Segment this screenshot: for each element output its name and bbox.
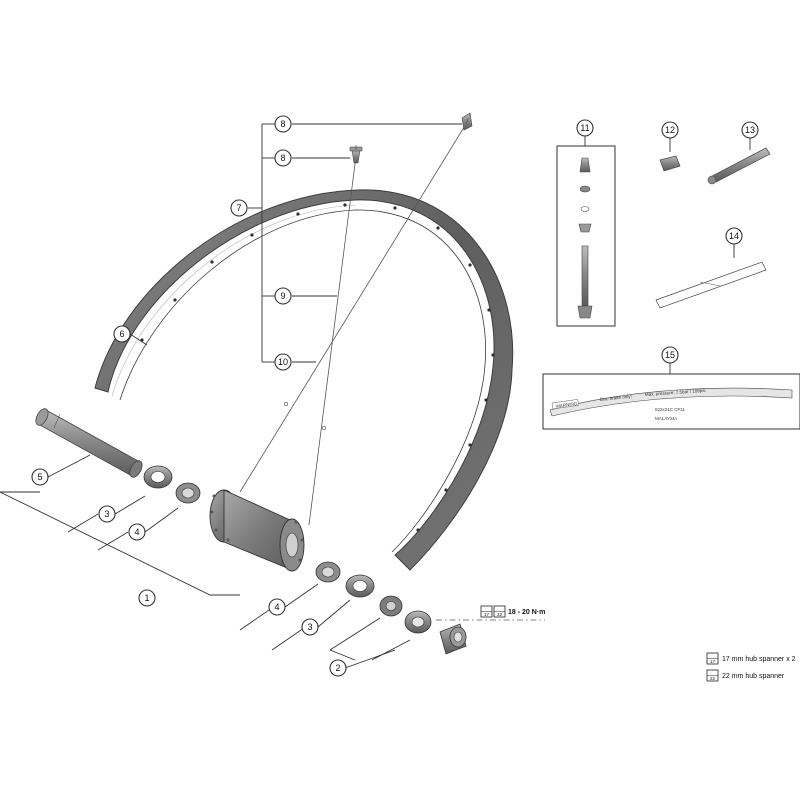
callout-10: 10 (274, 353, 292, 371)
bearing-left (175, 482, 201, 504)
rim-label-text1: Disc brake only! (600, 394, 632, 402)
svg-text:9: 9 (280, 291, 285, 301)
tool-legend: 17 17 mm hub spanner x 2 22 22 mm hub sp… (706, 652, 796, 682)
callout-3-right: 3 (301, 618, 319, 636)
legend-spanner17-icon-text: 17 (710, 659, 716, 664)
spanner-22-icon: 22 (493, 605, 506, 618)
callout-15: 15 (661, 346, 679, 364)
svg-text:11: 11 (580, 123, 589, 133)
svg-text:7: 7 (236, 203, 241, 213)
svg-text:14: 14 (729, 231, 739, 241)
callout-2: 2 (329, 659, 347, 677)
svg-text:10: 10 (278, 357, 288, 367)
leader-lines (0, 123, 751, 669)
callout-9: 9 (274, 287, 292, 305)
svg-text:3: 3 (104, 509, 109, 519)
torque-value: 18 - 20 N·m (508, 609, 545, 616)
spoke-lines (239, 123, 467, 526)
legend-spanner17-text: 17 mm hub spanner x 2 (722, 656, 796, 663)
bearing-right (315, 561, 341, 583)
rim-label-text2: Max. pressure: 7.5bar / 109psi (645, 388, 706, 397)
svg-text:1: 1 (144, 593, 149, 603)
svg-text:4: 4 (134, 527, 139, 537)
torque-callout: 17 22 18 - 20 N·m (480, 605, 545, 618)
legend-spanner-17-icon: 17 (706, 652, 719, 665)
rim-nut-part (659, 155, 681, 172)
rim (94, 189, 514, 571)
svg-text:5: 5 (37, 472, 42, 482)
dash-dot-lines (355, 113, 545, 621)
callout-8-nipple: 8 (274, 149, 292, 167)
legend-spanner-22-icon: 22 (706, 669, 719, 682)
callout-11: 11 (576, 119, 594, 137)
hub-axle (35, 408, 143, 478)
lock-ring-right (345, 574, 375, 598)
callout-7: 7 (230, 199, 248, 217)
callout-13: 13 (741, 121, 759, 139)
locknut-set (379, 595, 467, 655)
svg-text:6: 6 (119, 329, 124, 339)
callout-4-right: 4 (268, 598, 286, 616)
callout-12: 12 (661, 121, 679, 139)
torque-tool-a: 17 (484, 612, 490, 617)
svg-text:13: 13 (745, 125, 755, 135)
callout-6: 6 (113, 325, 131, 343)
callout-5: 5 (31, 468, 49, 486)
lock-ring-left (143, 465, 173, 489)
svg-text:3: 3 (307, 622, 312, 632)
legend-spanner22-icon-text: 22 (710, 676, 716, 681)
spoke-wrench (707, 147, 771, 185)
torque-tool-b: 22 (497, 612, 503, 617)
rim-label-box: WARNING Disc brake only! Max. pressure: … (542, 373, 800, 430)
callout-14: 14 (725, 227, 743, 245)
valve-kit-box (556, 145, 616, 327)
svg-text:8: 8 (280, 119, 285, 129)
legend-spanner22-text: 22 mm hub spanner (722, 673, 785, 680)
callout-1: 1 (138, 589, 156, 607)
rim-tape (655, 261, 767, 309)
rim-spoke-holes (140, 203, 495, 532)
callout-3-left: 3 (98, 505, 116, 523)
svg-text:8: 8 (280, 153, 285, 163)
rim-label-line3: 622x21C CF11 (655, 407, 685, 412)
rim-label-warning: WARNING (555, 401, 578, 409)
spanner-17-icon: 17 (480, 605, 493, 618)
svg-text:4: 4 (274, 602, 279, 612)
svg-text:12: 12 (665, 125, 675, 135)
callout-8-top: 8 (274, 115, 292, 133)
svg-text:2: 2 (335, 663, 340, 673)
rim-label-line4: MALAYSIA (655, 416, 677, 421)
callout-4-left: 4 (128, 523, 146, 541)
svg-text:15: 15 (665, 350, 675, 360)
hub-body (209, 489, 305, 572)
